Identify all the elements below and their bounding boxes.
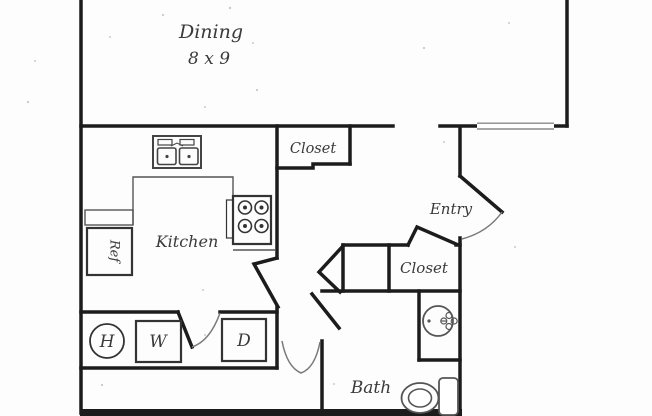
door-utility-arc	[191, 312, 221, 348]
kitchen-sink-icon	[152, 135, 202, 169]
kitchen-counter	[84, 176, 276, 251]
wall-bottom-exterior	[80, 409, 462, 416]
counter-edge	[132, 176, 234, 225]
dryer-icon	[220, 317, 268, 363]
dryer-label: D	[236, 331, 251, 351]
door-utility-leaf	[175, 309, 195, 350]
door-arcs	[191, 211, 503, 374]
door-bath-leaf	[309, 291, 342, 331]
washer-label: W	[149, 332, 168, 352]
utility-fixtures: H W D	[89, 317, 268, 364]
stove-icon	[225, 194, 273, 246]
bath-label: Bath	[350, 378, 391, 398]
door-front-arc	[461, 211, 503, 240]
entry-label: Entry	[429, 200, 473, 218]
wall-closet-upper-bottom	[275, 162, 352, 170]
window	[477, 121, 554, 131]
door-front-leaf	[457, 173, 505, 215]
scan-noise	[26, 6, 516, 387]
counter-section	[84, 209, 134, 226]
dining-label: Dining	[178, 21, 243, 43]
refrigerator-label: Ref	[107, 239, 122, 264]
bathroom-sink-icon	[422, 305, 458, 337]
kitchen-label: Kitchen	[155, 232, 219, 251]
refrigerator-icon: Ref	[85, 226, 134, 277]
water-heater-label: H	[99, 332, 116, 352]
dining-dimensions: 8 x 9	[188, 49, 230, 69]
door-kitchen-angled	[251, 255, 281, 310]
door-bath-arc	[281, 340, 321, 374]
closet-upper-label: Closet	[290, 141, 336, 157]
toilet-icon	[400, 377, 459, 416]
water-heater-icon	[89, 323, 125, 359]
door-closet-bifold	[405, 224, 459, 248]
closet-entry-label: Closet	[400, 259, 449, 277]
door-hall-angled	[316, 243, 346, 295]
washer-icon	[134, 319, 183, 364]
